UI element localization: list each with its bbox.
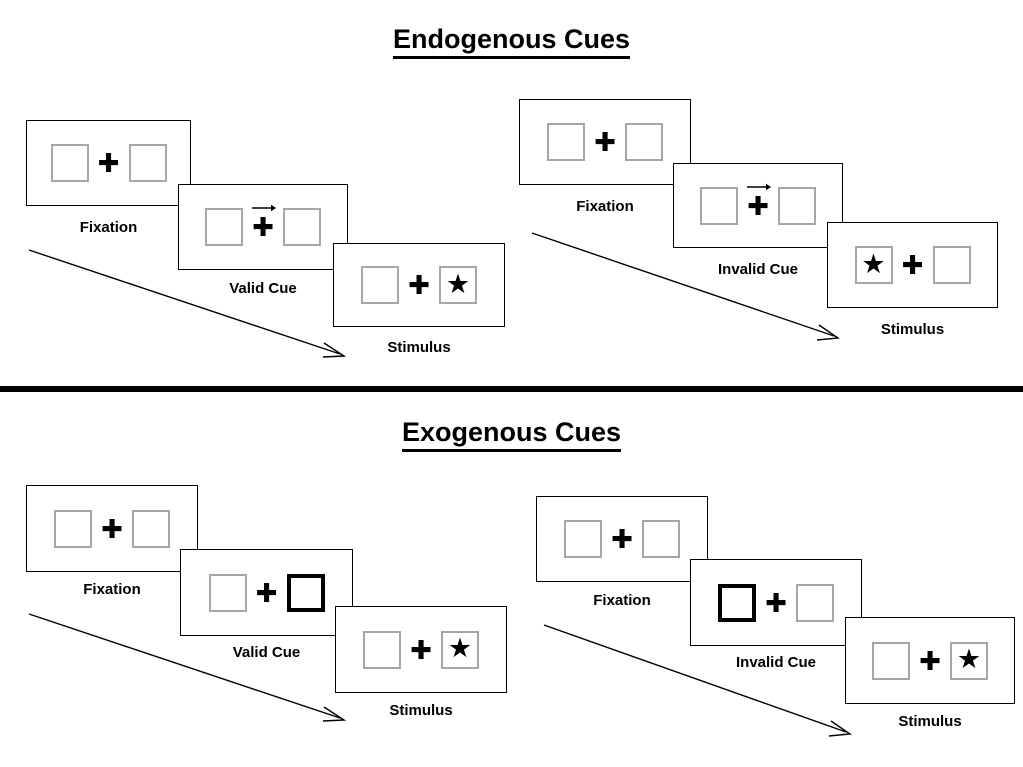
fixation-cross-wrap: ✚ [602, 517, 642, 561]
fixation-cross-wrap: ✚ [89, 141, 129, 185]
frame-label-exogenous-invalid-cue: Invalid Cue [735, 654, 817, 671]
right-box [796, 583, 834, 622]
right-box [283, 208, 321, 246]
section-divider [0, 386, 1023, 392]
fixation-cross-wrap: ✚ [247, 571, 287, 615]
right-box [132, 509, 170, 548]
fixation-cross-wrap: ✚ [243, 204, 283, 249]
frame-endogenous-invalid-stimulus: ★ ✚ [827, 222, 998, 308]
fixation-cross-icon: ✚ [255, 578, 278, 609]
left-box [205, 208, 243, 246]
frame-exogenous-invalid-cue: ✚ [690, 559, 862, 646]
frame-label-endogenous-invalid-cue: Invalid Cue [717, 261, 799, 278]
frame-label-exogenous-invalid-fixation: Fixation [593, 592, 651, 609]
cue-arrow-right-icon [747, 183, 772, 190]
right-box: ★ [439, 266, 477, 304]
frame-label-endogenous-invalid-stimulus: Stimulus [880, 321, 945, 338]
fixation-cross-wrap: ✚ [738, 183, 778, 228]
fixation-cross-wrap: ✚ [893, 243, 933, 287]
star-icon: ★ [956, 644, 982, 675]
frame-exogenous-invalid-stimulus: ✚ ★ [845, 617, 1015, 704]
frame-label-endogenous-valid-stimulus: Stimulus [387, 339, 451, 356]
fixation-cross-icon: ✚ [97, 149, 120, 179]
left-box-cued [718, 583, 756, 622]
frame-endogenous-valid-stimulus: ✚ ★ [333, 243, 505, 327]
frame-label-exogenous-invalid-stimulus: Stimulus [898, 713, 962, 730]
frame-endogenous-invalid-fixation: ✚ [519, 99, 691, 185]
right-box [642, 520, 680, 558]
frame-label-endogenous-valid-fixation: Fixation [79, 219, 138, 236]
left-box [208, 573, 247, 612]
right-box [778, 186, 816, 225]
fixation-cross-icon: ✚ [919, 646, 941, 677]
cue-arrow-right-icon [252, 204, 277, 212]
frame-label-exogenous-valid-stimulus: Stimulus [389, 702, 453, 719]
fixation-cross-wrap: ✚ [910, 639, 950, 683]
star-icon: ★ [447, 633, 473, 664]
fixation-cross-icon: ✚ [747, 191, 769, 222]
frame-exogenous-valid-fixation: ✚ [26, 485, 198, 572]
frame-label-exogenous-valid-cue: Valid Cue [232, 644, 301, 661]
frame-endogenous-invalid-cue: ✚ [673, 163, 843, 248]
left-box [54, 509, 92, 548]
right-box [932, 246, 971, 284]
left-box [564, 520, 602, 558]
fixation-cross-wrap: ✚ [585, 120, 625, 164]
fixation-cross-wrap: ✚ [756, 581, 796, 625]
right-box: ★ [441, 630, 479, 669]
fixation-cross-wrap: ✚ [401, 628, 441, 672]
left-box [700, 186, 738, 225]
fixation-cross-wrap: ✚ [399, 263, 439, 307]
frame-label-endogenous-invalid-fixation: Fixation [576, 198, 634, 215]
section-title-exogenous: Exogenous Cues [0, 417, 1023, 452]
fixation-cross-wrap: ✚ [92, 507, 132, 551]
fixation-cross-icon: ✚ [765, 588, 787, 619]
section-title-exogenous-text: Exogenous Cues [401, 417, 622, 452]
fixation-cross-icon: ✚ [901, 251, 924, 281]
fixation-cross-icon: ✚ [410, 635, 432, 666]
left-box [363, 630, 401, 669]
frame-endogenous-valid-fixation: ✚ [26, 120, 191, 206]
frame-endogenous-valid-cue: ✚ [178, 184, 348, 270]
frame-label-exogenous-valid-fixation: Fixation [83, 581, 141, 598]
fixation-cross-icon: ✚ [252, 213, 274, 243]
right-box-cued [286, 573, 325, 612]
fixation-cross-icon: ✚ [101, 514, 123, 545]
right-box [625, 123, 663, 161]
star-icon: ★ [445, 268, 471, 300]
section-title-endogenous-text: Endogenous Cues [392, 24, 630, 59]
left-box [547, 123, 585, 161]
frame-exogenous-valid-stimulus: ✚ ★ [335, 606, 507, 693]
section-title-endogenous: Endogenous Cues [0, 24, 1023, 59]
right-box [128, 144, 167, 182]
frame-exogenous-invalid-fixation: ✚ [536, 496, 708, 582]
frame-label-endogenous-valid-cue: Valid Cue [229, 280, 297, 297]
star-icon: ★ [861, 248, 886, 280]
fixation-cross-icon: ✚ [408, 271, 430, 301]
frame-exogenous-valid-cue: ✚ [180, 549, 353, 636]
left-box: ★ [854, 246, 893, 284]
left-box [50, 144, 89, 182]
fixation-cross-icon: ✚ [611, 525, 633, 555]
fixation-cross-icon: ✚ [594, 128, 616, 158]
right-box: ★ [950, 641, 988, 680]
left-box [872, 641, 910, 680]
left-box [361, 266, 399, 304]
